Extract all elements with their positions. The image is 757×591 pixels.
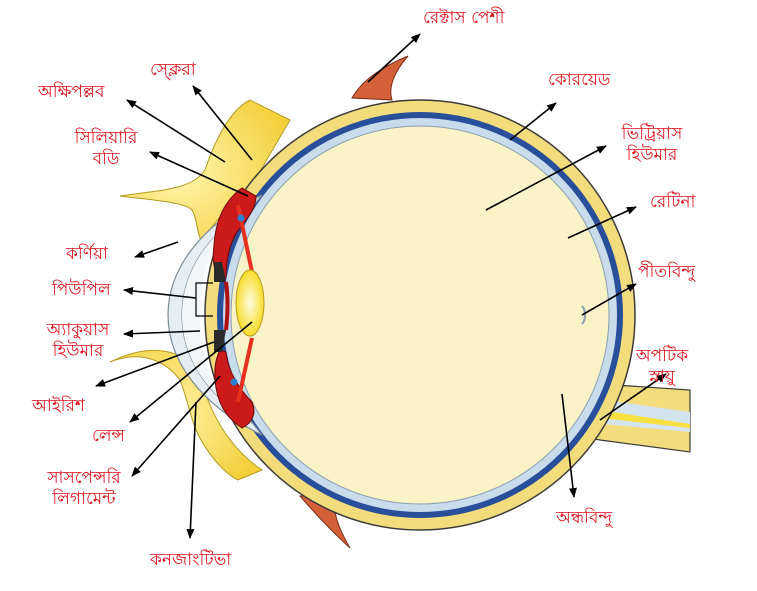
arrow-sclera	[192, 85, 253, 161]
label-aqueous-line1: অ্যাকুয়াস	[46, 320, 110, 340]
lens	[235, 269, 265, 337]
label-ciliary-body: সিলিয়ারি বডি	[64, 128, 148, 170]
label-macula: পীতবিন্দু	[638, 262, 696, 282]
rectus-muscle-upper	[351, 55, 409, 101]
arrow-ciliary	[149, 151, 249, 197]
ciliary-dot-upper	[237, 214, 245, 222]
arrow-blindspot	[561, 393, 577, 498]
label-eyelid: অক্ষিপল্লব	[38, 82, 105, 102]
arrow-choroid	[509, 102, 557, 141]
label-suspensory-line1: সাসপেন্সরি	[47, 468, 121, 488]
arrow-cornea	[134, 241, 179, 258]
arrow-macula	[581, 283, 637, 316]
arrow-vitreous	[485, 145, 607, 211]
label-optic-nerve: অপটিক স্নায়ু	[624, 346, 700, 388]
arrow-aqueous	[123, 329, 201, 338]
label-sclera: স্ক্লেরা	[150, 60, 196, 80]
arrow-conjunctiva	[186, 401, 197, 539]
label-iris: আইরিশ	[32, 396, 85, 416]
arrow-iris	[95, 341, 215, 387]
label-pupil: পিউপিল	[52, 280, 111, 300]
label-rectus-muscle: রেক্টাস পেশী	[423, 8, 505, 28]
suspensory-ligament-lower	[236, 337, 254, 403]
macula-notch	[581, 305, 586, 325]
label-conjunctiva: কনজাংটিভা	[150, 550, 232, 570]
label-vitreous-line2: হিউমার	[626, 145, 678, 165]
upper-eyelid	[119, 99, 291, 243]
arrow-retina	[567, 206, 637, 239]
vitreous-humor	[230, 125, 610, 505]
label-lens: লেন্স	[92, 426, 125, 446]
label-aqueous-humor: অ্যাকুয়াস হিউমার	[30, 320, 126, 362]
label-choroid: কোরয়েড	[548, 70, 611, 90]
iris	[224, 281, 230, 331]
label-ciliary-body-line1: সিলিয়ারি	[74, 128, 138, 148]
arrow-eyelid	[126, 99, 226, 163]
arrow-optic	[599, 373, 667, 421]
label-optic-line2: স্নায়ু	[649, 367, 675, 387]
label-blind-spot: অন্ধবিন্দু	[556, 508, 613, 528]
label-ciliary-body-line2: বডি	[92, 149, 120, 169]
label-suspensory-ligament: সাসপেন্সরি লিগামেন্ট	[36, 468, 132, 510]
arrow-suspensory	[131, 375, 221, 477]
label-aqueous-line2: হিউমার	[52, 341, 104, 361]
label-vitreous-line1: ভিট্রিয়াস	[621, 124, 683, 144]
label-suspensory-line2: লিগামেন্ট	[52, 489, 116, 509]
ciliary-dot-lower	[230, 378, 238, 386]
arrow-lens	[129, 321, 253, 423]
ciliary-body-lower	[214, 349, 255, 429]
arrow-pupil	[123, 287, 197, 299]
arrow-rectus	[367, 33, 421, 83]
label-vitreous-humor: ভিট্রিয়াস হিউমার	[612, 124, 692, 166]
label-cornea: কর্ণিয়া	[66, 244, 108, 264]
aqueous-region	[182, 210, 250, 420]
arrows	[95, 33, 667, 539]
label-optic-line1: অপটিক	[635, 346, 689, 366]
pupil-bracket	[195, 282, 213, 317]
label-retina: রেটিনা	[650, 192, 696, 212]
iris-upper	[214, 262, 226, 282]
